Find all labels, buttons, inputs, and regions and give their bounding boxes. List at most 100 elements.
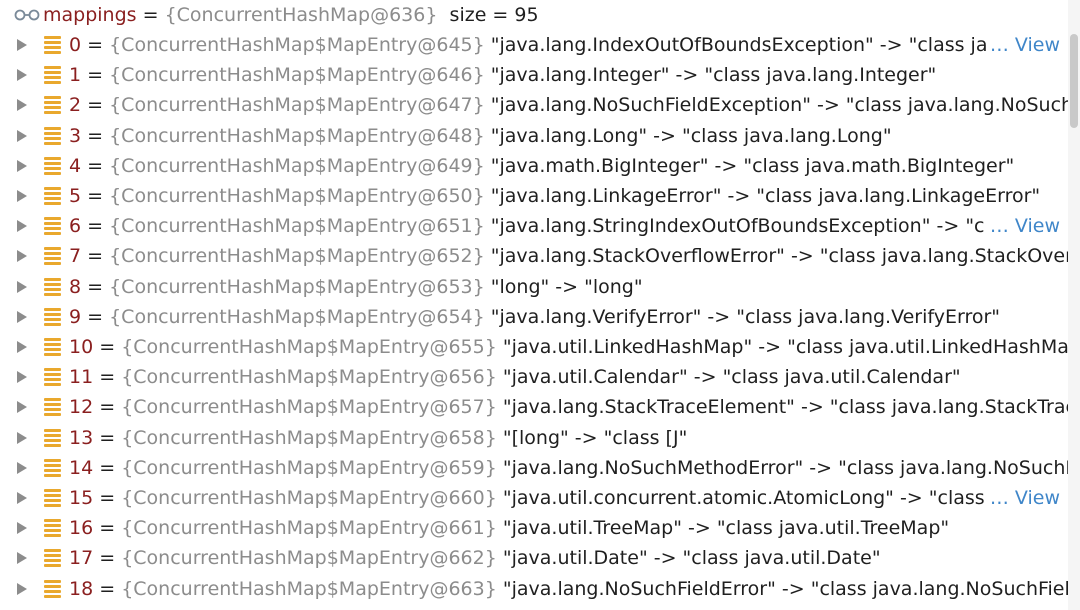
expand-triangle-icon[interactable] (17, 190, 27, 202)
map-entry-row[interactable]: 12 = {ConcurrentHashMap$MapEntry@657} "j… (0, 392, 1068, 422)
expand-triangle-icon[interactable] (17, 39, 27, 51)
map-entry-row[interactable]: 14 = {ConcurrentHashMap$MapEntry@659} "j… (0, 453, 1068, 483)
map-entry-row[interactable]: 5 = {ConcurrentHashMap$MapEntry@650} "ja… (0, 181, 1068, 211)
map-entry-row[interactable]: 7 = {ConcurrentHashMap$MapEntry@652} "ja… (0, 241, 1068, 271)
map-size: size = 95 (449, 4, 539, 26)
vertical-scrollbar[interactable] (1068, 0, 1080, 610)
field-list-icon (44, 187, 61, 205)
entry-index: 4 (69, 154, 82, 177)
field-list-icon (44, 307, 61, 326)
map-entry-row[interactable]: 6 = {ConcurrentHashMap$MapEntry@651} "ja… (0, 211, 1068, 242)
entry-label: 1 = {ConcurrentHashMap$MapEntry@646} "ja… (69, 64, 937, 87)
field-list-icon (44, 277, 61, 296)
expand-triangle-icon[interactable] (17, 371, 27, 384)
entry-index: 7 (69, 245, 82, 268)
entry-value: "java.util.LinkedHashMap" -> "class java… (502, 336, 1068, 358)
view-link[interactable]: …View (985, 483, 1060, 513)
entry-value: "java.lang.Integer" -> "class java.lang.… (490, 64, 937, 87)
expand-triangle-icon[interactable] (17, 401, 27, 414)
expand-triangle-icon[interactable] (17, 129, 27, 142)
field-list-icon (44, 398, 61, 417)
field-list-icon (44, 519, 61, 538)
field-list-icon (44, 96, 61, 115)
field-list-icon (44, 428, 61, 447)
entry-label: 17 = {ConcurrentHashMap$MapEntry@662} "j… (69, 547, 881, 570)
entry-index: 18 (69, 577, 94, 600)
field-list-icon (44, 458, 61, 477)
entry-index: 14 (69, 456, 94, 479)
expand-triangle-icon[interactable] (17, 461, 27, 474)
entry-value: "[long" -> "class [J" (502, 426, 688, 449)
map-entry-row[interactable]: 13 = {ConcurrentHashMap$MapEntry@658} "[… (0, 423, 1068, 453)
map-entry-row[interactable]: 17 = {ConcurrentHashMap$MapEntry@662} "j… (0, 543, 1068, 573)
entry-value: "java.lang.NoSuchMethodError" -> "class … (502, 456, 1068, 479)
expand-triangle-icon[interactable] (17, 220, 27, 233)
entry-value: "java.util.concurrent.atomic.AtomicLong"… (502, 487, 1031, 509)
map-entry-row[interactable]: 10 = {ConcurrentHashMap$MapEntry@655} "j… (0, 332, 1068, 362)
expand-triangle-icon[interactable] (17, 250, 27, 263)
entry-object-reference: {ConcurrentHashMap$MapEntry@656} (121, 366, 497, 389)
entry-value: "java.lang.NoSuchFieldError" -> "class j… (502, 577, 1068, 600)
entry-label: 18 = {ConcurrentHashMap$MapEntry@663} "j… (69, 574, 1068, 604)
map-entry-row[interactable]: 15 = {ConcurrentHashMap$MapEntry@660} "j… (0, 483, 1068, 513)
entry-label: 6 = {ConcurrentHashMap$MapEntry@651} "ja… (69, 215, 1022, 238)
field-list-icon (44, 247, 61, 266)
entry-index: 17 (69, 547, 94, 570)
watch-glasses-icon (14, 9, 40, 21)
entry-index: 1 (69, 64, 82, 87)
entry-object-reference: {ConcurrentHashMap$MapEntry@646} (109, 64, 485, 87)
object-reference: {ConcurrentHashMap@636} (164, 4, 438, 26)
map-entry-row[interactable]: 1 = {ConcurrentHashMap$MapEntry@646} "ja… (0, 60, 1068, 90)
entry-label: 3 = {ConcurrentHashMap$MapEntry@648} "ja… (69, 124, 892, 147)
entry-object-reference: {ConcurrentHashMap$MapEntry@645} (109, 34, 485, 56)
expand-triangle-icon[interactable] (17, 280, 27, 293)
expand-triangle-icon[interactable] (17, 431, 27, 444)
expand-triangle-icon[interactable] (17, 522, 27, 535)
map-entry-row[interactable]: 9 = {ConcurrentHashMap$MapEntry@654} "ja… (0, 302, 1068, 332)
entry-object-reference: {ConcurrentHashMap$MapEntry@650} (109, 185, 485, 207)
expand-triangle-icon[interactable] (17, 492, 27, 504)
map-entry-row[interactable]: 3 = {ConcurrentHashMap$MapEntry@648} "ja… (0, 121, 1068, 151)
entry-object-reference: {ConcurrentHashMap$MapEntry@651} (109, 215, 485, 238)
entry-index: 6 (69, 215, 82, 238)
expand-triangle-icon[interactable] (17, 310, 27, 323)
map-entry-row[interactable]: 8 = {ConcurrentHashMap$MapEntry@653} "lo… (0, 272, 1068, 302)
entry-object-reference: {ConcurrentHashMap$MapEntry@661} (121, 517, 497, 540)
view-link-label: View (1014, 34, 1060, 56)
entry-object-reference: {ConcurrentHashMap$MapEntry@662} (121, 547, 497, 570)
entry-value: "java.lang.StackTraceElement" -> "class … (502, 396, 1068, 419)
expand-triangle-icon[interactable] (17, 99, 27, 112)
field-list-icon (44, 156, 61, 175)
entry-index: 12 (69, 396, 94, 419)
entry-object-reference: {ConcurrentHashMap$MapEntry@663} (121, 577, 497, 600)
entry-label: 10 = {ConcurrentHashMap$MapEntry@655} "j… (69, 332, 1068, 362)
scrollbar-thumb[interactable] (1070, 34, 1078, 128)
entry-index: 16 (69, 517, 94, 540)
map-entry-row[interactable]: 4 = {ConcurrentHashMap$MapEntry@649} "ja… (0, 151, 1068, 181)
expand-triangle-icon[interactable] (17, 582, 27, 595)
expand-triangle-icon[interactable] (17, 341, 27, 353)
map-entry-row[interactable]: 16 = {ConcurrentHashMap$MapEntry@661} "j… (0, 513, 1068, 543)
field-list-icon (44, 217, 61, 236)
entry-index: 9 (69, 305, 82, 328)
field-list-icon (44, 126, 61, 145)
entry-index: 10 (69, 336, 94, 358)
map-entry-row[interactable]: 11 = {ConcurrentHashMap$MapEntry@656} "j… (0, 362, 1068, 392)
entry-value: "java.lang.VerifyError" -> "class java.l… (490, 305, 1001, 328)
expand-triangle-icon[interactable] (17, 69, 27, 82)
map-entry-row[interactable]: 18 = {ConcurrentHashMap$MapEntry@663} "j… (0, 574, 1068, 604)
view-link[interactable]: …View (985, 30, 1060, 60)
view-link[interactable]: …View (985, 211, 1060, 242)
entry-object-reference: {ConcurrentHashMap$MapEntry@649} (109, 154, 485, 177)
variable-name: mappings (43, 4, 137, 26)
entry-label: 16 = {ConcurrentHashMap$MapEntry@661} "j… (69, 517, 950, 540)
field-list-icon (44, 489, 61, 507)
map-entry-row[interactable]: 2 = {ConcurrentHashMap$MapEntry@647} "ja… (0, 90, 1068, 120)
equals-sign: = (136, 4, 165, 26)
watch-variable-row[interactable]: mappings = {ConcurrentHashMap@636} size … (0, 0, 1068, 30)
expand-triangle-icon[interactable] (17, 552, 27, 565)
map-entry-row[interactable]: 0 = {ConcurrentHashMap$MapEntry@645} "ja… (0, 30, 1068, 60)
expand-triangle-icon[interactable] (17, 159, 27, 172)
entry-index: 0 (69, 34, 82, 56)
